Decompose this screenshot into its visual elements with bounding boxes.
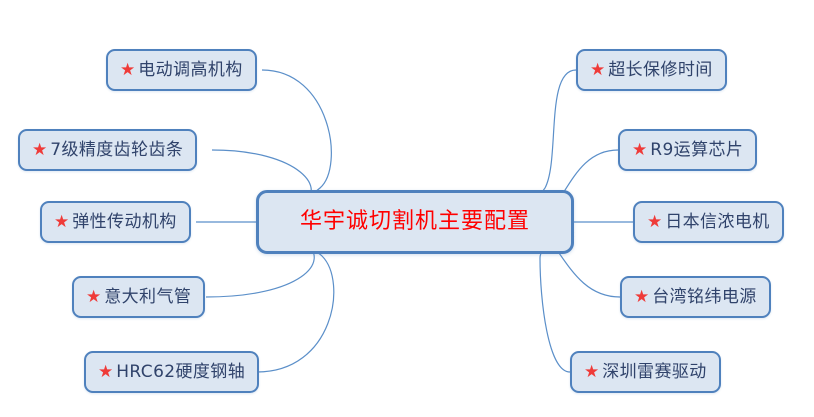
star-icon: ★ <box>98 361 114 382</box>
branch-node-left-4[interactable]: ★ 意大利气管 <box>72 276 206 318</box>
star-icon: ★ <box>647 211 663 232</box>
branch-label: 电动调高机构 <box>138 59 243 80</box>
branch-label: 弹性传动机构 <box>72 211 177 232</box>
star-icon: ★ <box>54 211 70 232</box>
branch-node-right-1[interactable]: ★ 超长保修时间 <box>576 49 727 91</box>
branch-label: 7级精度齿轮齿条 <box>50 139 184 160</box>
branch-node-left-2[interactable]: ★ 7级精度齿轮齿条 <box>18 129 198 171</box>
branch-label: 台湾铭纬电源 <box>652 286 757 307</box>
branch-label: 超长保修时间 <box>608 59 713 80</box>
branch-node-right-4[interactable]: ★ 台湾铭纬电源 <box>620 276 771 318</box>
branch-node-left-3[interactable]: ★ 弹性传动机构 <box>40 201 191 243</box>
connector-right-5 <box>539 235 575 373</box>
branch-label: HRC62硬度钢轴 <box>116 361 246 382</box>
central-label: 华宇诚切割机主要配置 <box>299 209 530 234</box>
connector-right-1 <box>541 69 577 209</box>
star-icon: ★ <box>584 361 600 382</box>
connector-left-1 <box>255 69 332 209</box>
branch-node-right-3[interactable]: ★ 日本信浓电机 <box>633 201 784 243</box>
branch-label: 意大利气管 <box>104 286 192 307</box>
branch-node-right-2[interactable]: ★ R9运算芯片 <box>618 129 758 171</box>
branch-node-right-5[interactable]: ★ 深圳雷赛驱动 <box>570 351 721 393</box>
branch-node-left-5[interactable]: ★ HRC62硬度钢轴 <box>84 351 260 393</box>
central-node[interactable]: 华宇诚切割机主要配置 <box>256 190 574 254</box>
star-icon: ★ <box>634 286 650 307</box>
star-icon: ★ <box>590 59 606 80</box>
branch-label: R9运算芯片 <box>650 139 744 160</box>
star-icon: ★ <box>32 139 48 160</box>
branch-label: 深圳雷赛驱动 <box>602 361 707 382</box>
star-icon: ★ <box>120 59 136 80</box>
branch-node-left-1[interactable]: ★ 电动调高机构 <box>106 49 257 91</box>
star-icon: ★ <box>632 139 648 160</box>
branch-label: 日本信浓电机 <box>665 211 770 232</box>
star-icon: ★ <box>86 286 102 307</box>
connector-left-5 <box>255 235 335 373</box>
